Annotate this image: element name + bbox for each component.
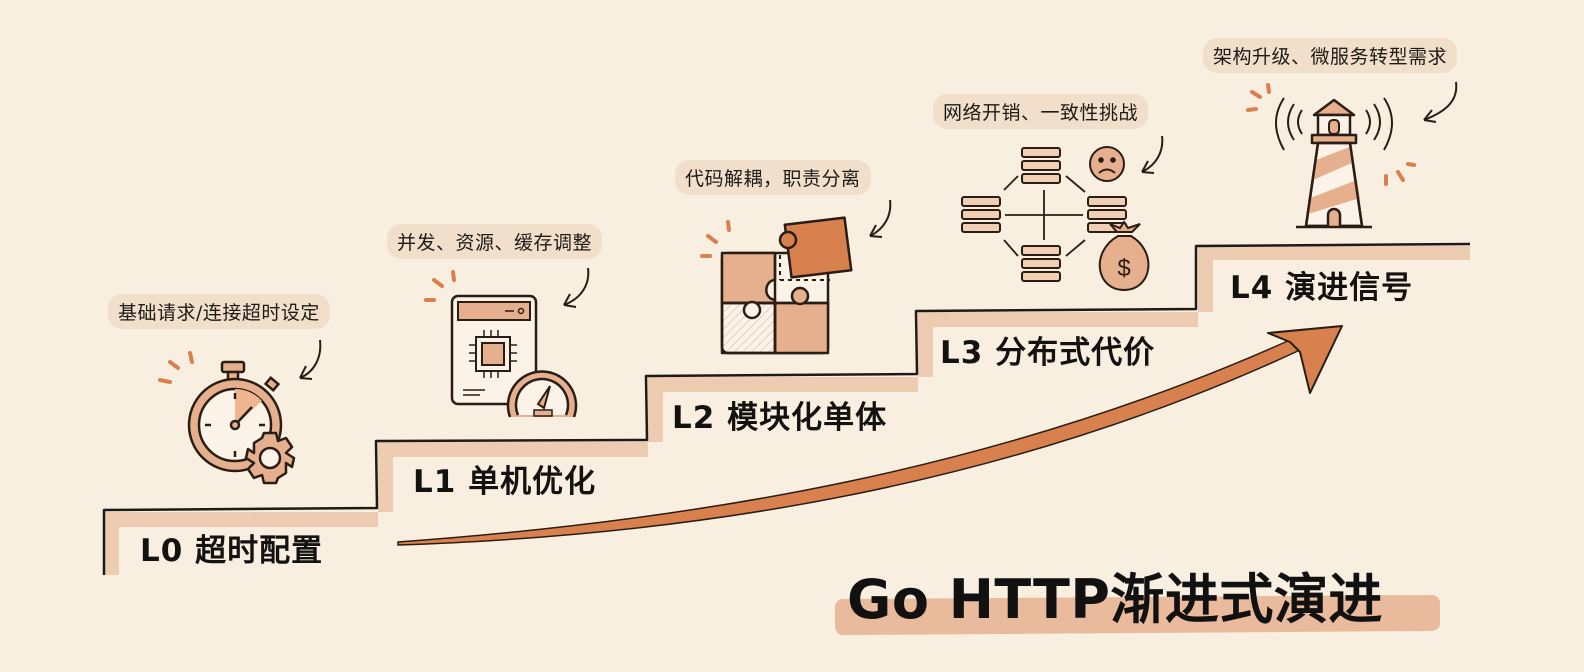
server-cpu-gauge-icon xyxy=(424,270,578,418)
growth-arrow-icon xyxy=(397,325,1343,546)
note-l2: 代码解耦，职责分离 xyxy=(675,160,871,195)
note-l4: 架构升级、微服务转型需求 xyxy=(1203,38,1458,73)
sad-face-icon xyxy=(1089,146,1125,182)
arrow-to-stopwatch xyxy=(299,339,322,379)
svg-text:$: $ xyxy=(1117,255,1130,282)
note-l0: 基础请求/连接超时设定 xyxy=(108,294,330,329)
step-label-l3: L3 分布式代价 xyxy=(940,335,1156,371)
money-bag-icon: $ xyxy=(1098,220,1150,292)
staircase-shading xyxy=(104,246,1470,575)
server-stack-left xyxy=(961,196,1001,233)
note-l3: 网络开销、一致性挑战 xyxy=(933,94,1149,129)
server-stack-bottom xyxy=(1021,245,1061,282)
server-stack-right xyxy=(1087,196,1127,233)
step-label-l2: L2 模块化单体 xyxy=(672,400,888,436)
step-label-l1: L1 单机优化 xyxy=(413,464,597,500)
stopwatch-gear-icon xyxy=(158,351,296,485)
puzzle-icon xyxy=(700,216,853,355)
page-title: Go HTTP渐进式演进 xyxy=(847,568,1383,631)
staircase-line xyxy=(102,242,1471,575)
distributed-servers-icon: $ xyxy=(961,146,1150,292)
note-l1: 并发、资源、缓存调整 xyxy=(387,224,603,259)
server-stack-top xyxy=(1021,147,1061,184)
step-label-l0: L0 超时配置 xyxy=(140,533,324,569)
title-block: Go HTTP渐进式演进 xyxy=(834,555,1441,636)
lighthouse-icon xyxy=(1246,83,1416,229)
step-label-l4: L4 演进信号 xyxy=(1230,270,1414,306)
